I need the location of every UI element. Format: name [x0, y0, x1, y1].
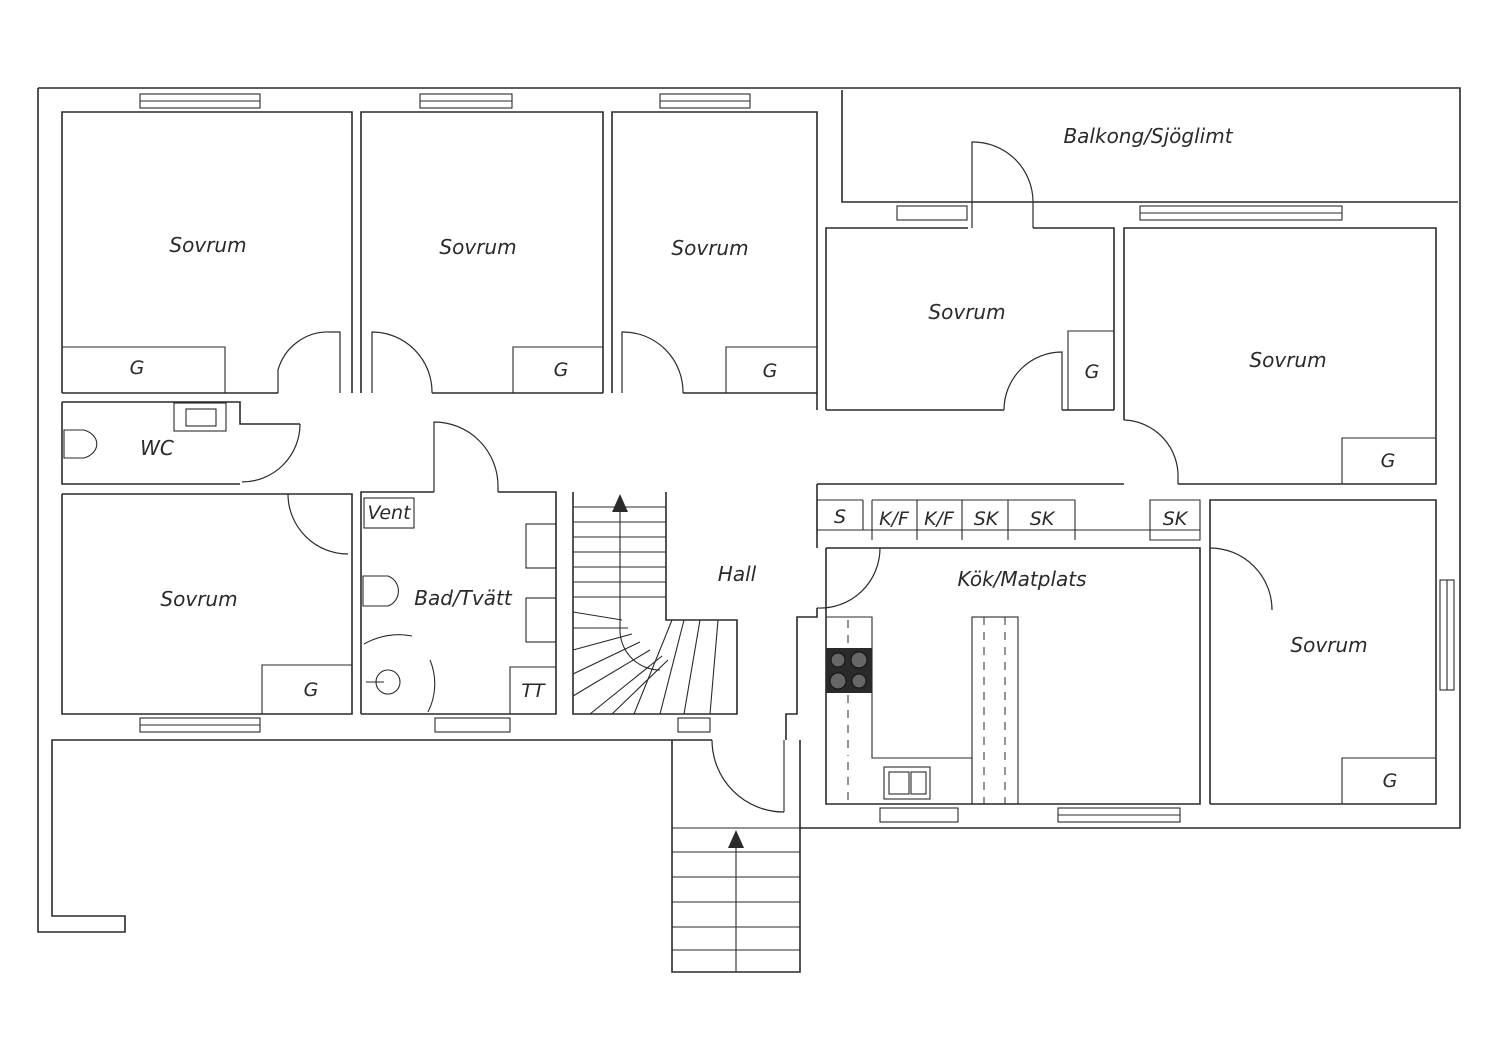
stair-arrow-icon [612, 494, 628, 512]
windows [139, 93, 1455, 823]
bedroom-label: Sovrum [439, 235, 516, 259]
bathroom-label: Bad/Tvätt [414, 586, 513, 610]
wardrobe-label: G [304, 679, 319, 701]
dryer-label: TT [521, 680, 546, 702]
wardrobe-label: G [763, 360, 778, 382]
balcony-label: Balkong/Sjöglimt [1063, 124, 1233, 148]
doors [241, 141, 1273, 813]
vent-box [363, 497, 415, 529]
bedroom-label: Sovrum [1249, 348, 1326, 372]
outer-walls [37, 87, 1461, 973]
sink-icon [525, 523, 557, 569]
storage-label: S [834, 506, 846, 528]
shower-icon [363, 634, 436, 713]
room-walls [61, 111, 1437, 829]
toilet-icon [362, 575, 399, 607]
hall-label: Hall [718, 562, 757, 586]
bedroom-label: Sovrum [169, 233, 246, 257]
cabinet-label: SK [974, 508, 1000, 530]
wardrobe-label: G [1383, 770, 1398, 792]
cabinet-label: SK [1163, 508, 1189, 530]
stair-arrow-icon [728, 830, 744, 848]
fridge-freezer-label: K/F [879, 508, 910, 530]
interior-stairs [572, 494, 719, 715]
kitchen-sink-icon [883, 766, 931, 800]
fixtures [63, 402, 1019, 805]
bedroom-label: Sovrum [671, 236, 748, 260]
sink-icon [525, 597, 557, 643]
bedroom-label: Sovrum [928, 300, 1005, 324]
bedroom-label: Sovrum [1290, 633, 1367, 657]
wardrobe-label: G [554, 359, 569, 381]
cabinet-label: SK [1030, 508, 1056, 530]
labels: Balkong/Sjöglimt Sovrum Sovrum Sovrum So… [130, 124, 1398, 792]
toilet-icon [63, 429, 98, 459]
bedroom-label: Sovrum [160, 587, 237, 611]
wardrobe-label: G [1085, 361, 1100, 383]
wardrobe-label: G [130, 357, 145, 379]
wc-label: WC [140, 436, 174, 460]
wardrobe-label: G [1381, 450, 1396, 472]
entrance-stairs [672, 830, 800, 972]
fridge-freezer-label: K/F [924, 508, 955, 530]
kitchen-label: Kök/Matplats [957, 567, 1086, 591]
sink-icon [173, 402, 227, 432]
kitchen-island [971, 616, 1019, 805]
vent-label: Vent [367, 502, 412, 524]
